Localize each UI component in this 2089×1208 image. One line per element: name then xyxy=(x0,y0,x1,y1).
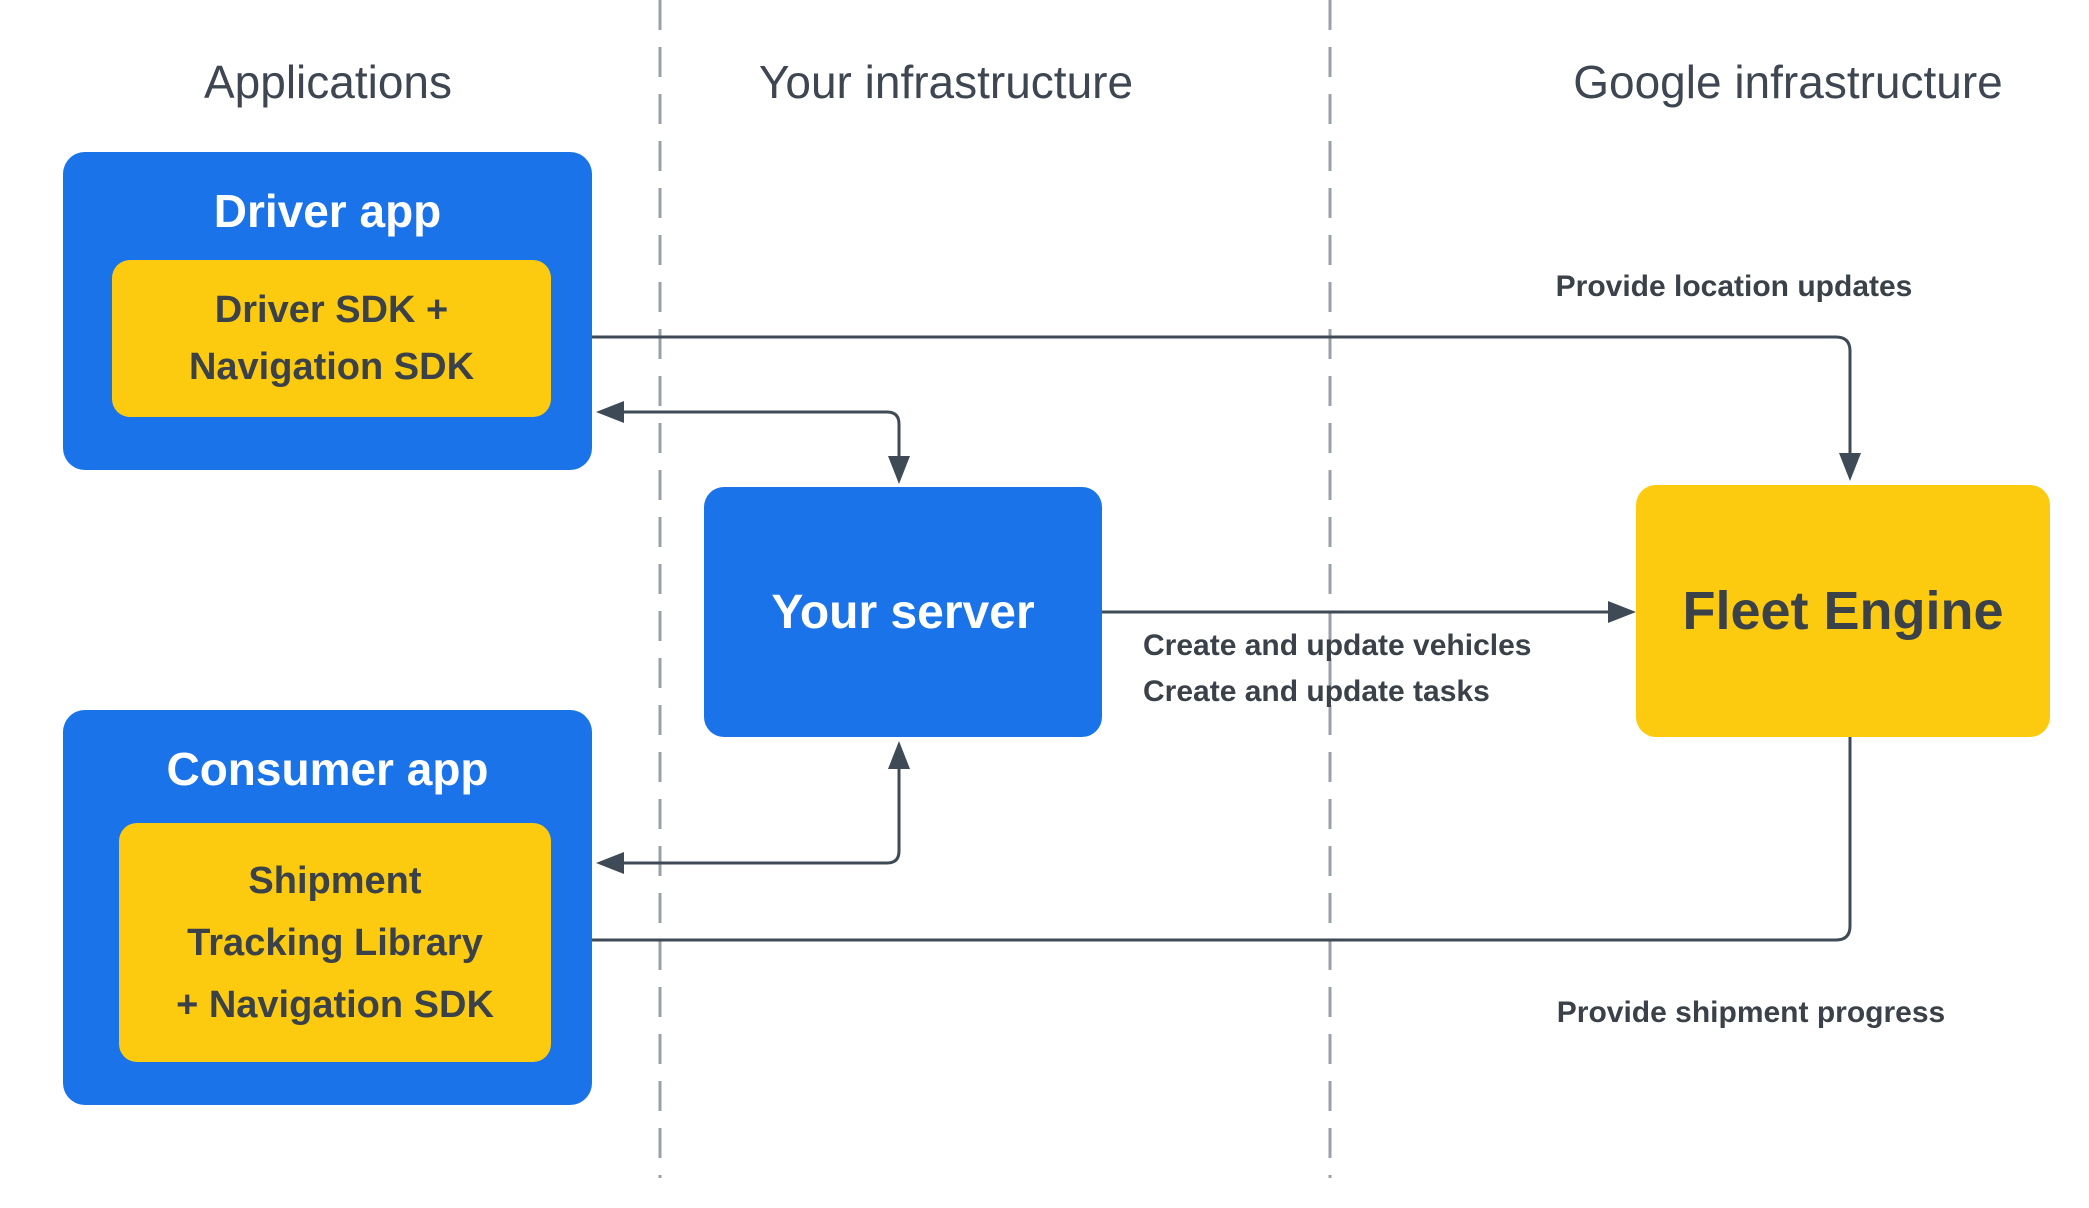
arrowhead-into-driver-app xyxy=(596,401,624,423)
driver-sdk-node: Driver SDK + Navigation SDK xyxy=(112,260,551,417)
column-heading-your-infrastructure: Your infrastructure xyxy=(758,56,1134,108)
column-heading-applications: Applications xyxy=(203,56,453,108)
edge-fleet-to-consumer-sdk xyxy=(583,737,1852,942)
arrowhead-into-fleet-engine-left xyxy=(1608,601,1636,623)
edge-label-create-update-vehicles: Create and update vehicles xyxy=(1143,629,1532,662)
edge-label-create-update-tasks: Create and update tasks xyxy=(1143,675,1490,708)
consumer-app-node: Consumer app Shipment Tracking Library +… xyxy=(63,710,592,1105)
your-server-node: Your server xyxy=(704,487,1102,737)
edge-label-provide-location-updates: Provide location updates xyxy=(1555,270,1913,303)
consumer-app-title: Consumer app xyxy=(166,743,489,795)
arrowhead-into-fleet-engine-top xyxy=(1839,453,1861,481)
fleet-engine-node: Fleet Engine xyxy=(1636,485,2050,737)
edge-label-provide-shipment-progress: Provide shipment progress xyxy=(1556,996,1946,1029)
edge-your-server-consumer-app xyxy=(624,767,901,865)
driver-app-node: Driver app Driver SDK + Navigation SDK xyxy=(63,152,592,470)
arrowhead-into-your-server-bottom xyxy=(888,741,910,769)
column-heading-google-infrastructure: Google infrastructure xyxy=(1573,56,2003,108)
driver-app-title: Driver app xyxy=(213,185,442,237)
edge-driver-app-your-server xyxy=(624,410,901,456)
arrowhead-into-your-server-top xyxy=(888,456,910,484)
arrowhead-into-consumer-app xyxy=(596,852,624,874)
shipment-tracking-library-node: Shipment Tracking Library + Navigation S… xyxy=(119,823,551,1062)
edge-fleet-to-driver-sdk xyxy=(586,335,1852,453)
